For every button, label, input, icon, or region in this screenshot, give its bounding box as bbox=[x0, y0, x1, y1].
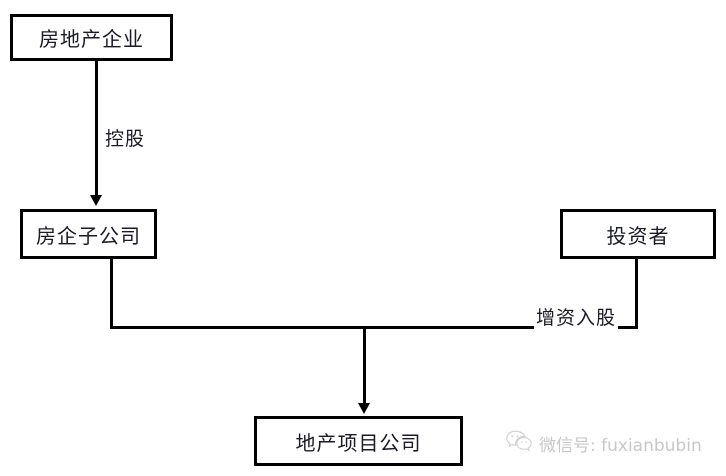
node-label: 投资者 bbox=[606, 225, 670, 248]
node-label: 房地产企业 bbox=[39, 29, 144, 51]
edge-project-arrowhead-icon bbox=[358, 403, 370, 414]
edge-subsidiary-drop-line bbox=[110, 259, 113, 329]
node-label: 房企子公司 bbox=[36, 225, 141, 248]
node-developer-subsidiary: 房企子公司 bbox=[20, 209, 157, 259]
node-investor: 投资者 bbox=[560, 209, 716, 259]
edge-control-arrowhead-icon bbox=[90, 195, 102, 206]
edge-label-control: 控股 bbox=[103, 124, 148, 151]
node-label: 地产项目公司 bbox=[295, 432, 422, 455]
edge-investor-drop-line bbox=[635, 259, 638, 329]
edge-horizontal-bus-line bbox=[110, 326, 638, 329]
edge-control-line bbox=[95, 61, 98, 195]
node-project-company: 地产项目公司 bbox=[254, 416, 463, 466]
watermark-text: 微信号: fuxianbubin bbox=[539, 436, 702, 456]
edge-project-line bbox=[363, 328, 366, 405]
node-real-estate-enterprise: 房地产企业 bbox=[10, 14, 173, 61]
watermark: 微信号: fuxianbubin bbox=[506, 430, 702, 457]
edge-label-capital-injection: 增资入股 bbox=[534, 303, 619, 330]
wechat-icon bbox=[506, 430, 532, 457]
